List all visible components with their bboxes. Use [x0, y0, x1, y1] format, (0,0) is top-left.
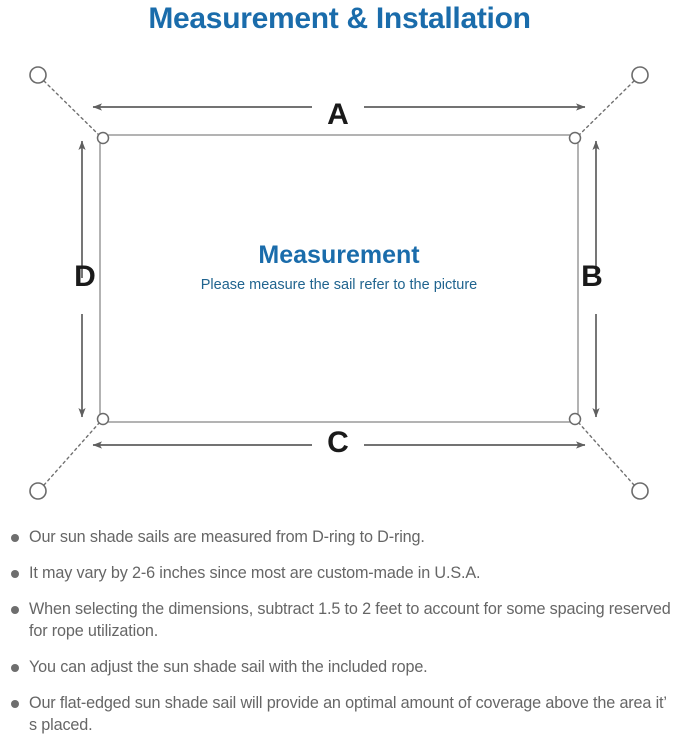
- list-item: When selecting the dimensions, subtract …: [0, 598, 679, 642]
- sail-shape: [99, 134, 579, 423]
- anchor-point-top-left: [29, 66, 47, 84]
- anchor-point-top-right: [631, 66, 649, 84]
- anchor-point-bottom-left: [29, 482, 47, 500]
- d-rings: [96, 131, 582, 426]
- rope-line-top-left: [43, 80, 101, 137]
- bullet-dot-icon: [11, 534, 19, 542]
- d-ring-top-right: [568, 131, 582, 145]
- anchor-point-bottom-right: [631, 482, 649, 500]
- anchor-points: [29, 66, 649, 500]
- rope-lines: [43, 80, 635, 486]
- list-item-text: When selecting the dimensions, subtract …: [29, 600, 671, 640]
- bullet-dot-icon: [11, 700, 19, 708]
- notes-list: Our sun shade sails are measured from D-…: [0, 526, 679, 750]
- dimension-label-a: A: [327, 98, 349, 131]
- list-item-text: It may vary by 2-6 inches since most are…: [29, 564, 481, 582]
- rope-line-top-right: [577, 80, 635, 137]
- rope-line-bottom-left: [43, 421, 101, 486]
- list-item: You can adjust the sun shade sail with t…: [0, 656, 679, 678]
- dimension-label-c: C: [327, 426, 349, 459]
- page-title: Measurement & Installation: [148, 2, 531, 35]
- dimension-arrows: [78, 103, 600, 449]
- list-item-text: You can adjust the sun shade sail with t…: [29, 658, 428, 676]
- sail-diagram: [29, 66, 649, 500]
- bullet-dot-icon: [11, 606, 19, 614]
- list-item: It may vary by 2-6 inches since most are…: [0, 562, 679, 584]
- dimension-label-b: B: [581, 260, 603, 293]
- list-item: Our flat-edged sun shade sail will provi…: [0, 692, 679, 736]
- d-ring-top-left: [96, 131, 110, 145]
- bullet-dot-icon: [11, 664, 19, 672]
- dimension-label-d: D: [74, 260, 96, 293]
- bullet-dot-icon: [11, 570, 19, 578]
- d-ring-bottom-left: [96, 412, 110, 426]
- list-item-text: Our sun shade sails are measured from D-…: [29, 528, 425, 546]
- rope-line-bottom-right: [577, 421, 635, 486]
- list-item-text: Our flat-edged sun shade sail will provi…: [29, 694, 667, 734]
- d-ring-bottom-right: [568, 412, 582, 426]
- list-item: Our sun shade sails are measured from D-…: [0, 526, 679, 548]
